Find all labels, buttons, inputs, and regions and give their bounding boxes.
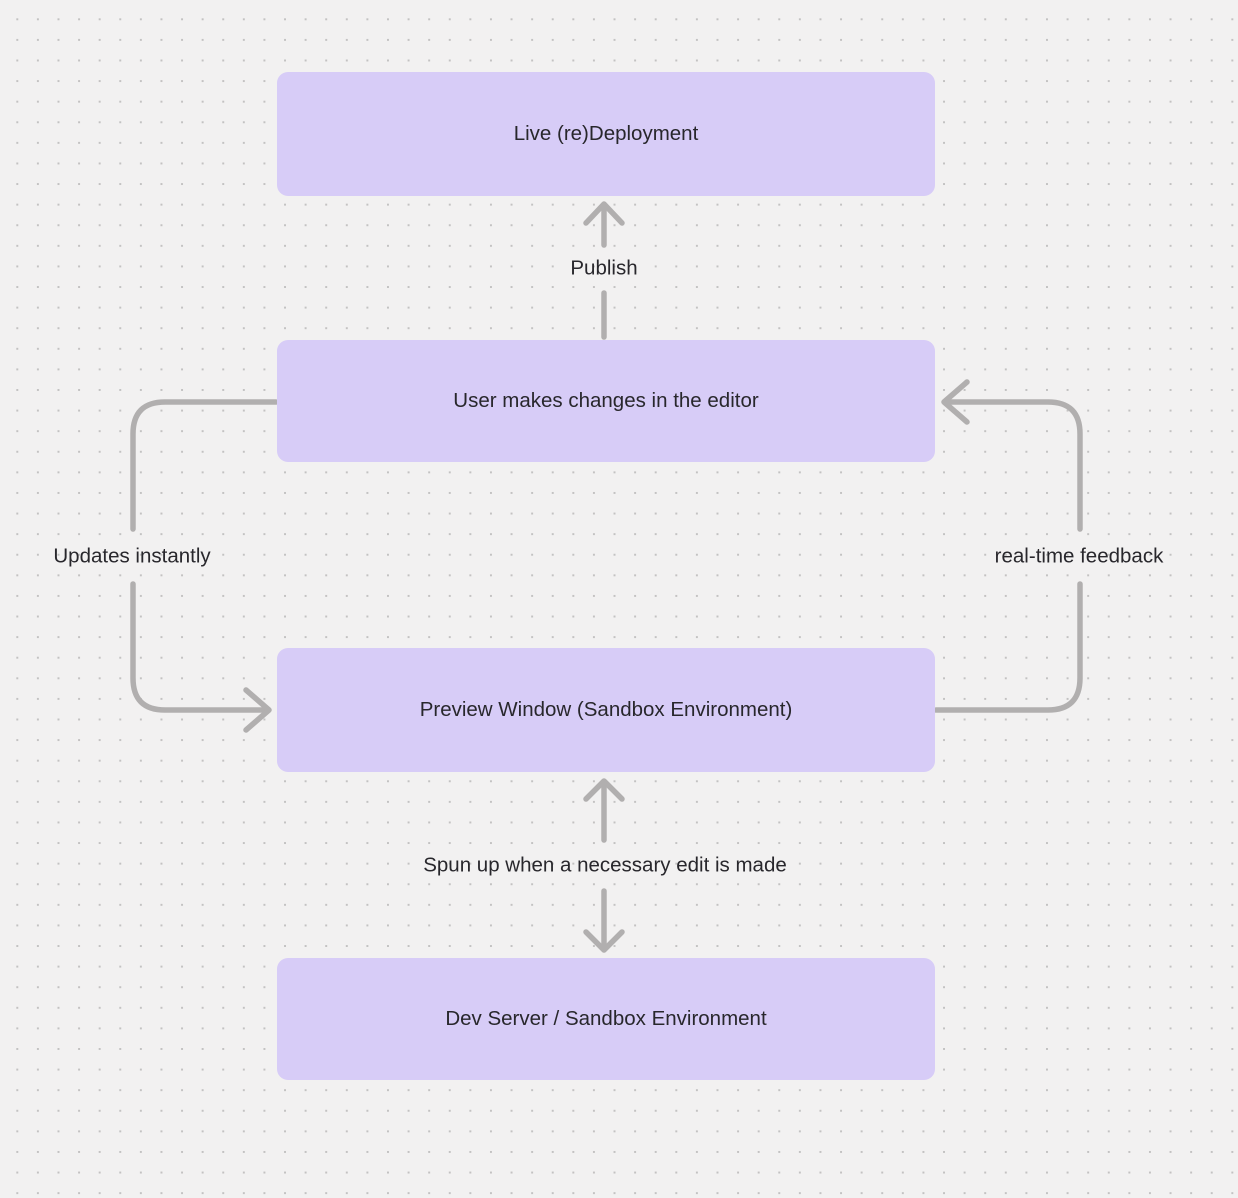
node-dev-server: Dev Server / Sandbox Environment	[277, 958, 935, 1080]
updates-instantly-segment-upper	[130, 399, 279, 532]
node-preview-window: Preview Window (Sandbox Environment)	[277, 648, 935, 772]
node-preview-window-label: Preview Window (Sandbox Environment)	[419, 697, 793, 721]
updates-instantly-segment-lower	[130, 581, 269, 713]
node-dev-server-label: Dev Server / Sandbox Environment	[445, 1006, 767, 1030]
publish-arrowhead-up-icon	[583, 201, 625, 226]
real-time-feedback-arrowhead-left-icon	[941, 379, 970, 425]
node-user-editor-label: User makes changes in the editor	[453, 388, 759, 412]
node-user-editor: User makes changes in the editor	[277, 340, 935, 462]
edge-label-real-time-feedback: real-time feedback	[994, 544, 1164, 568]
spun-up-arrowhead-down-icon	[583, 929, 625, 953]
node-live-redeployment: Live (re)Deployment	[277, 72, 935, 196]
edge-label-updates-instantly: Updates instantly	[53, 544, 211, 568]
real-time-feedback-segment-lower	[933, 581, 1083, 713]
node-live-redeployment-label: Live (re)Deployment	[513, 121, 699, 145]
spun-up-arrowhead-up-icon	[583, 778, 625, 802]
updates-instantly-arrowhead-right-icon	[243, 687, 272, 733]
edge-label-spun-up: Spun up when a necessary edit is made	[423, 853, 787, 877]
real-time-feedback-segment-upper	[944, 399, 1083, 532]
edge-label-publish: Publish	[570, 256, 638, 280]
